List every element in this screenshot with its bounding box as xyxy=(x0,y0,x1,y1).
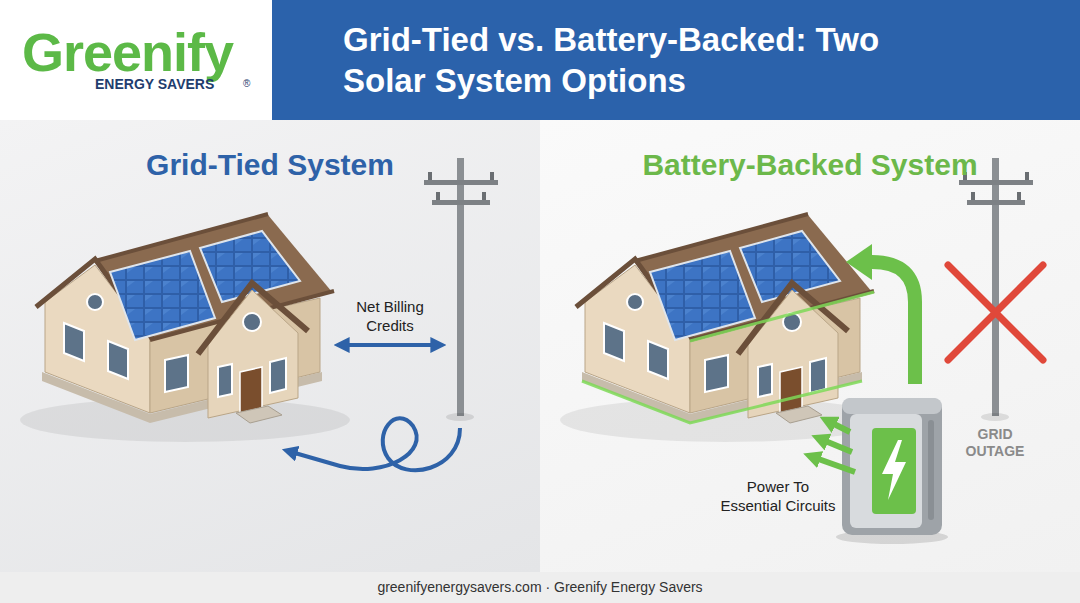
panel-heading: Battery-Backed System xyxy=(540,148,1080,182)
right-house-part xyxy=(582,381,862,423)
essential-power-arrows-part xyxy=(818,438,852,452)
outage-label: GRID OUTAGE xyxy=(960,426,1030,460)
header-band xyxy=(272,0,1080,120)
right-pole-part xyxy=(959,158,1033,421)
battery-unit-part xyxy=(872,428,916,514)
battery-unit-part xyxy=(842,398,942,414)
net-billing-arrow-part xyxy=(340,343,440,347)
battery-unit-part xyxy=(882,440,906,500)
left-house xyxy=(20,214,350,442)
right-house-part xyxy=(690,292,874,341)
battery-unit-part xyxy=(836,530,948,544)
battery-unit-part xyxy=(850,414,922,528)
solar-charge-arrow xyxy=(846,244,915,384)
outage-cross-part xyxy=(948,265,1043,360)
grid-cable-loop-part xyxy=(288,418,460,470)
battery-unit-part xyxy=(928,420,934,520)
battery-unit-part xyxy=(842,398,942,535)
solar-charge-arrow-part xyxy=(846,244,872,280)
essential-power-arrows-part xyxy=(810,456,855,472)
system-panel: Battery-Backed SystemGRID OUTAGE Power To… xyxy=(540,120,1080,572)
outage-cross-part xyxy=(948,265,1043,360)
left-pole xyxy=(424,158,498,421)
essential-power-arrows xyxy=(810,420,855,472)
right-house xyxy=(560,214,890,442)
registered-mark: ® xyxy=(243,78,250,90)
essential-power-arrows-part xyxy=(826,420,850,432)
net-billing-arrow xyxy=(340,345,440,346)
logo-wordmark: Greenify xyxy=(22,22,233,82)
grid-cable-loop xyxy=(288,418,460,470)
system-panel: Grid-Tied SystemNet Billing Credits xyxy=(0,120,540,572)
page-title: Grid-Tied vs. Battery-Backed: Two Solar … xyxy=(343,19,923,101)
battery-unit xyxy=(836,398,948,544)
left-pole-part xyxy=(424,158,498,421)
right-house-part xyxy=(560,214,890,442)
solar-charge-arrow-part xyxy=(872,262,915,384)
arrow-label: Net Billing Credits xyxy=(340,297,440,335)
outage-cross xyxy=(948,265,1043,360)
left-house-part xyxy=(20,214,350,442)
right-pole xyxy=(959,158,1033,421)
panel-heading: Grid-Tied System xyxy=(0,148,540,182)
logo-tagline: ENERGY SAVERS xyxy=(95,76,214,92)
callout-label: Power To Essential Circuits xyxy=(717,477,839,515)
footer-caption: greenifyenergysavers.com · Greenify Ener… xyxy=(0,572,1080,603)
